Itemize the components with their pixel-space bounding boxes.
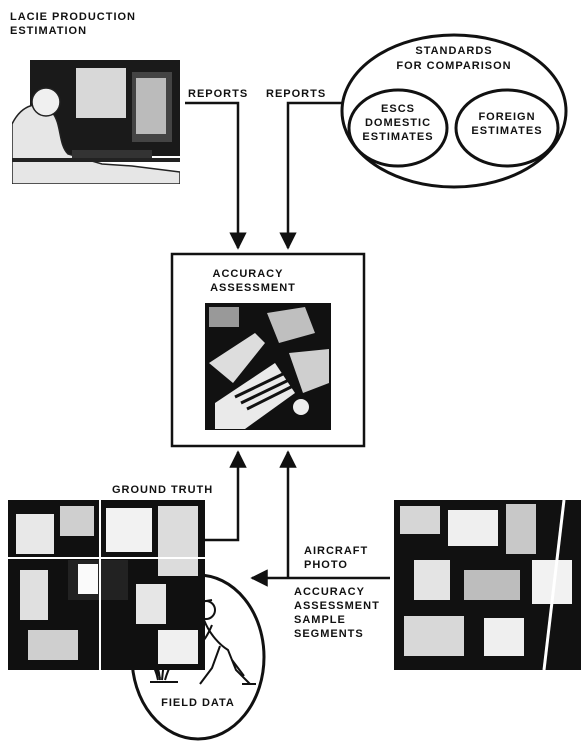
escs-line2: DOMESTIC bbox=[364, 117, 432, 129]
escs-line3: ESTIMATES bbox=[362, 131, 434, 143]
standards-title-line1: STANDARDS bbox=[415, 45, 493, 57]
reports-left-arrow bbox=[185, 101, 247, 250]
assessment-aerial-photo bbox=[205, 303, 331, 430]
aircraft-image bbox=[394, 500, 581, 670]
foreign-line2: ESTIMATES bbox=[471, 125, 543, 137]
accuracy-assessment-title-line1: ACCURACY bbox=[212, 268, 284, 280]
escs-ellipse bbox=[347, 88, 449, 168]
reports-left-label: REPORTS bbox=[188, 88, 249, 100]
standards-title-line2: FOR COMPARISON bbox=[396, 60, 512, 72]
ground-truth-photo bbox=[8, 500, 205, 670]
reports-right-label: REPORTS bbox=[266, 88, 327, 100]
ground-truth-image bbox=[8, 500, 205, 670]
segments-line2: ASSESSMENT bbox=[294, 600, 380, 612]
aircraft-photo-line2: PHOTO bbox=[304, 559, 348, 571]
escs-line1: ESCS bbox=[381, 103, 415, 115]
ground-truth-label: GROUND TRUTH bbox=[112, 484, 214, 496]
segments-line4: SEGMENTS bbox=[294, 628, 364, 640]
assessment-image bbox=[205, 303, 331, 430]
accuracy-assessment-title-line2: ASSESSMENT bbox=[210, 282, 296, 294]
production-estimation-photo bbox=[12, 54, 180, 184]
segments-line1: ACCURACY bbox=[294, 586, 365, 598]
foreign-line1: FOREIGN bbox=[478, 111, 536, 123]
operator-console-image bbox=[12, 60, 180, 184]
reports-right-arrow bbox=[279, 101, 343, 250]
segments-line3: SAMPLE bbox=[294, 614, 346, 626]
aircraft-photo-line1: AIRCRAFT bbox=[304, 545, 369, 557]
production-estimation-title-line1: LACIE PRODUCTION bbox=[10, 11, 136, 23]
production-estimation-title-line2: ESTIMATION bbox=[10, 25, 88, 37]
field-data-label: FIELD DATA bbox=[161, 697, 235, 709]
foreign-ellipse bbox=[454, 88, 560, 168]
ground-truth-arrow bbox=[205, 450, 247, 542]
aircraft-photo-image bbox=[394, 500, 581, 670]
